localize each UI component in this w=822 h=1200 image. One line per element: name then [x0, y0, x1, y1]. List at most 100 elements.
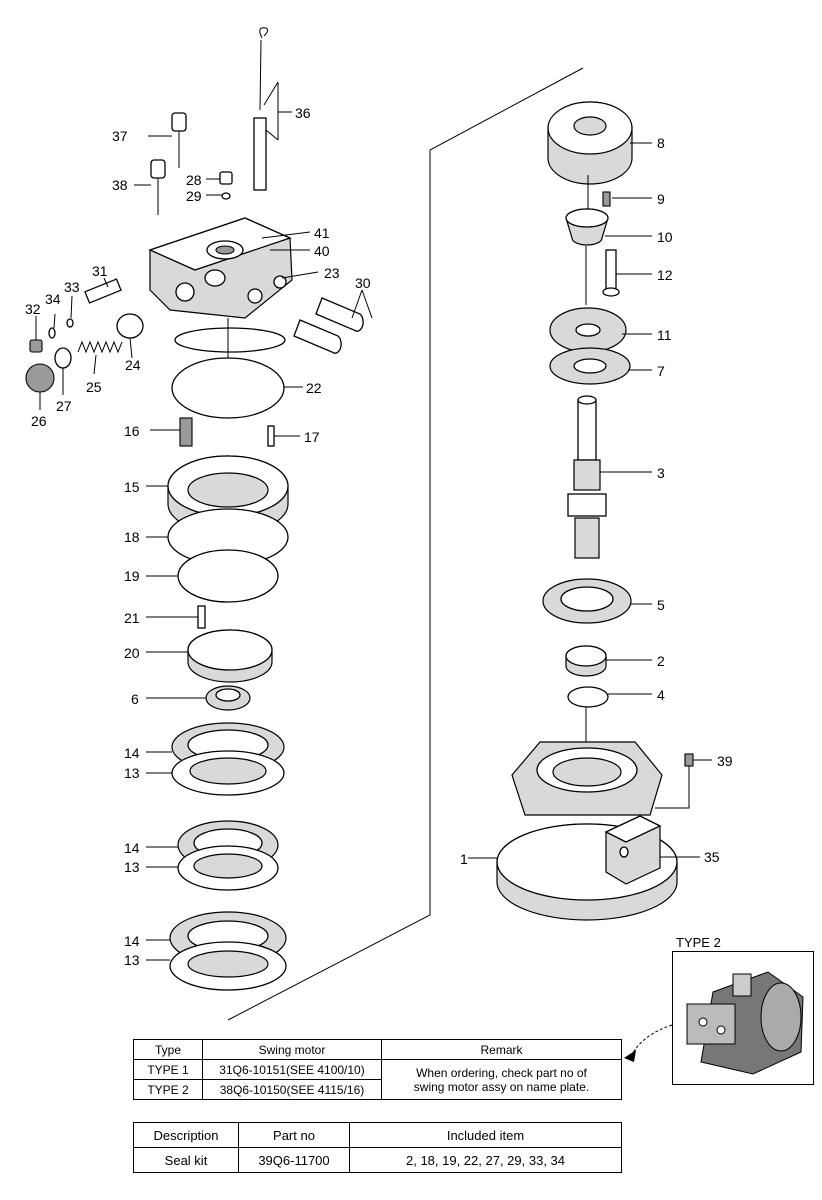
callout-33: 33: [64, 279, 80, 295]
motor-cell: 38Q6-10150(SEE 4115/16): [202, 1079, 382, 1100]
part-3-shaft: [567, 395, 607, 559]
callout-9: 9: [657, 191, 665, 207]
included-item-cell: 2, 18, 19, 22, 27, 29, 33, 34: [349, 1147, 622, 1173]
callout-6: 6: [131, 691, 139, 707]
callout-14-a: 14: [124, 745, 140, 761]
part-37-bolt: [148, 112, 187, 168]
included-item-header: Included item: [349, 1122, 622, 1148]
callout-22: 22: [306, 380, 322, 396]
part-16-spring: [179, 417, 193, 447]
part-26-plug: [25, 363, 55, 393]
description-header: Description: [133, 1122, 239, 1148]
part-17-pin: [267, 425, 275, 447]
callout-17: 17: [304, 429, 320, 445]
callout-1: 1: [460, 851, 468, 867]
friction-plates-group-1: [171, 722, 285, 796]
part-35-valve-block: [604, 815, 662, 885]
part-20-plate: [187, 629, 273, 683]
part-8-carrier: [547, 101, 633, 185]
part-4-snap-ring: [567, 686, 609, 708]
part-22-oring: [171, 357, 285, 419]
part-34-ring: [48, 327, 56, 339]
callout-7: 7: [657, 363, 665, 379]
callout-24: 24: [125, 357, 141, 373]
callout-20: 20: [124, 645, 140, 661]
callout-19: 19: [124, 568, 140, 584]
callout-3: 3: [657, 465, 665, 481]
part-36-rod: [253, 27, 292, 191]
callout-15: 15: [124, 479, 140, 495]
callout-25: 25: [86, 379, 102, 395]
remark-line-1: When ordering, check part no of: [416, 1065, 587, 1080]
callout-37: 37: [112, 128, 128, 144]
part-no-cell: 39Q6-11700: [238, 1147, 350, 1173]
callout-18: 18: [124, 529, 140, 545]
callout-27: 27: [56, 398, 72, 414]
friction-plates-group-2: [177, 820, 279, 891]
part-25-spring: [77, 340, 123, 354]
callout-21: 21: [124, 610, 140, 626]
callout-11: 11: [657, 327, 672, 343]
part-24-sleeve: [116, 313, 144, 339]
callout-12: 12: [657, 267, 673, 283]
part-29-oring: [221, 192, 231, 200]
description-cell: Seal kit: [133, 1147, 239, 1173]
part-2-collar: [565, 645, 607, 677]
remark-cell: When ordering, check part no of swing mo…: [381, 1059, 622, 1100]
part-38-bolt: [134, 159, 166, 215]
part-no-header: Part no: [238, 1122, 350, 1148]
callout-4: 4: [657, 687, 665, 703]
callout-28: 28: [186, 172, 202, 188]
callout-35: 35: [704, 849, 720, 865]
remark-line-2: swing motor assy on name plate.: [413, 1079, 590, 1094]
callout-26: 26: [31, 413, 47, 429]
part-21-pin: [197, 605, 206, 629]
part-32-plug: [29, 339, 43, 353]
callout-32: 32: [25, 301, 41, 317]
type2-motor-illustration: [686, 971, 804, 1075]
part-27-oring: [54, 347, 72, 369]
type-table: Type Swing motor Remark TYPE 1 31Q6-1015…: [133, 1039, 622, 1100]
part-19-ring: [177, 549, 279, 603]
type2-illustration-box: [672, 951, 814, 1085]
callout-38: 38: [112, 177, 128, 193]
callout-5: 5: [657, 597, 665, 613]
type-header: Type: [133, 1039, 203, 1060]
friction-plates-group-3: [169, 911, 287, 991]
callout-31: 31: [92, 263, 108, 279]
part-31-spool: [84, 278, 122, 304]
part-5-bearing: [542, 578, 632, 624]
type-cell: TYPE 1: [133, 1059, 203, 1080]
callout-36: 36: [295, 105, 311, 121]
remark-header: Remark: [381, 1039, 622, 1060]
type2-pointer: [631, 1024, 673, 1056]
callout-30: 30: [355, 275, 371, 291]
callout-34: 34: [45, 291, 61, 307]
part-10-bushing: [565, 208, 609, 246]
callout-40: 40: [314, 243, 330, 259]
part-33-ring: [66, 318, 74, 328]
part-11-plate: [549, 307, 627, 353]
callout-14-c: 14: [124, 933, 140, 949]
type2-label: TYPE 2: [676, 935, 721, 950]
part-6-bearing: [205, 685, 251, 711]
callout-13-a: 13: [124, 765, 140, 781]
callout-41: 41: [314, 225, 330, 241]
motor-cell: 31Q6-10151(SEE 4100/10): [202, 1059, 382, 1080]
part-28-plug: [219, 171, 233, 185]
callout-2: 2: [657, 653, 665, 669]
part-9-spring: [602, 191, 611, 207]
callout-23: 23: [324, 265, 340, 281]
motor-header: Swing motor: [202, 1039, 382, 1060]
seal-kit-table: Description Part no Included item Seal k…: [133, 1122, 622, 1173]
callout-13-c: 13: [124, 952, 140, 968]
part-12-pin: [602, 249, 620, 297]
callout-8: 8: [657, 135, 665, 151]
part-7-washer: [549, 347, 631, 385]
callout-14-b: 14: [124, 840, 140, 856]
part-39-plug: [684, 753, 694, 767]
callout-13-b: 13: [124, 859, 140, 875]
assembly-link-line: [227, 67, 584, 1021]
callout-10: 10: [657, 229, 673, 245]
